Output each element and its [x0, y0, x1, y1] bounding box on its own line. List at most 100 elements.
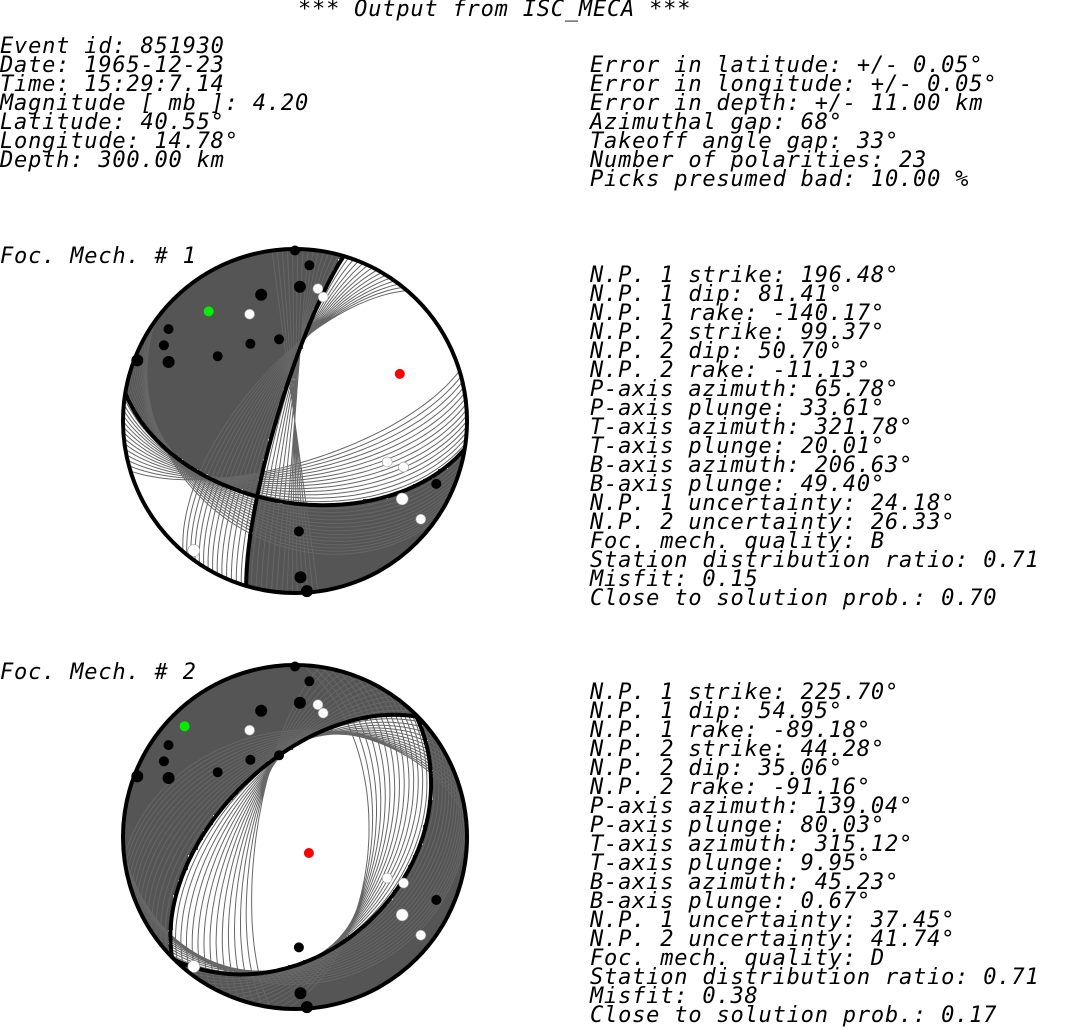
mech1-param-1: N.P. 1 strike: 196.48°: [590, 263, 899, 288]
beachball-1: [121, 245, 469, 598]
station-polarity: [294, 571, 307, 584]
station-polarity: [163, 740, 174, 751]
mech2-param-16: Station distribution ratio: 0.71: [590, 965, 1040, 990]
mech2-param-6: N.P. 2 rake: -91.16°: [590, 775, 871, 800]
nodal-plane-2: [174, 713, 434, 977]
station-polarity: [274, 750, 285, 761]
station-polarity: [255, 704, 268, 717]
station-polarity: [395, 908, 409, 922]
mech1-param-14: N.P. 2 uncertainty: 26.33°: [590, 510, 956, 535]
station-polarity: [312, 699, 324, 711]
station-polarity: [187, 544, 201, 557]
station-polarity: [245, 754, 256, 765]
station-polarity: [293, 696, 306, 709]
nodal-plane-2: [123, 392, 467, 508]
mech-params-2: N.P. 1 strike: 225.70°N.P. 1 dip: 54.95°…: [590, 680, 1040, 1028]
mech1-param-7: P-axis azimuth: 65.78°: [590, 377, 899, 402]
mech-label-1: Foc. Mech. # 1: [0, 244, 197, 269]
mech2-param-11: B-axis azimuth: 45.23°: [590, 870, 899, 895]
station-polarity: [381, 456, 393, 468]
sphere-outline: [121, 663, 469, 1011]
event-line-4: Magnitude [ mb ]: 4.20: [0, 91, 309, 116]
event-error-line-6: Number of polarities: 23: [590, 148, 928, 173]
station-polarity: [244, 308, 255, 320]
station-polarity: [293, 942, 304, 953]
mech1-param-13: N.P. 1 uncertainty: 24.18°: [590, 491, 956, 516]
event-error-line-5: Takeoff angle gap: 33°: [590, 129, 899, 154]
mech2-param-4: N.P. 2 strike: 44.28°: [590, 737, 885, 762]
station-polarity: [304, 676, 315, 687]
t-axis-marker: [203, 306, 214, 317]
station-polarity: [395, 492, 409, 506]
mech1-param-9: T-axis azimuth: 321.78°: [590, 415, 914, 440]
station-polarity: [187, 960, 201, 973]
mech1-param-6: N.P. 2 rake: -11.13°: [590, 358, 871, 383]
station-polarity: [317, 291, 329, 303]
station-polarity: [312, 283, 324, 295]
mech2-param-1: N.P. 1 strike: 225.70°: [590, 680, 899, 705]
mech1-param-4: N.P. 2 strike: 99.37°: [590, 320, 885, 345]
station-polarity: [255, 288, 268, 301]
page-title: *** Output from ISC_MECA ***: [298, 0, 692, 22]
event-error-line-7: Picks presumed bad: 10.00 %: [590, 167, 970, 192]
event-error-line-3: Error in depth: +/- 11.00 km: [590, 91, 984, 116]
sphere-outline: [121, 247, 469, 595]
compression-quadrant: [123, 665, 467, 1009]
event-line-7: Depth: 300.00 km: [0, 148, 225, 173]
solution-family: [123, 665, 467, 1009]
station-polarity: [415, 929, 427, 941]
station-polarity: [294, 987, 307, 1000]
mech2-param-13: N.P. 1 uncertainty: 37.45°: [590, 908, 956, 933]
station-polarity: [274, 334, 285, 345]
station-polarity: [431, 478, 442, 489]
event-line-6: Longitude: 14.78°: [0, 129, 239, 154]
mech2-param-10: T-axis plunge: 9.95°: [590, 851, 871, 876]
compression-quadrant: [123, 249, 467, 593]
nodal-plane-1: [168, 712, 419, 958]
event-line-5: Latitude: 40.55°: [0, 110, 225, 135]
station-polarity: [431, 894, 442, 905]
station-polarity: [293, 526, 304, 537]
mech1-param-12: B-axis plunge: 49.40°: [590, 472, 885, 497]
mech1-param-8: P-axis plunge: 33.61°: [590, 396, 885, 421]
p-axis-marker: [303, 848, 314, 858]
mech2-param-3: N.P. 1 rake: -89.18°: [590, 718, 871, 743]
mech1-param-3: N.P. 1 rake: -140.17°: [590, 301, 885, 326]
event-line-2: Date: 1965-12-23: [0, 53, 225, 78]
mech1-param-11: B-axis azimuth: 206.63°: [590, 453, 914, 478]
station-polarity: [304, 260, 315, 271]
mech2-param-18: Close to solution prob.: 0.17: [590, 1003, 998, 1028]
event-error-line-4: Azimuthal gap: 68°: [590, 110, 843, 135]
beachball-2: [121, 661, 469, 1014]
mech1-param-16: Station distribution ratio: 0.71: [590, 548, 1040, 573]
station-polarity: [293, 280, 306, 293]
mech1-param-18: Close to solution prob.: 0.70: [590, 586, 998, 611]
mech2-param-7: P-axis azimuth: 139.04°: [590, 794, 914, 819]
mech1-param-5: N.P. 2 dip: 50.70°: [590, 339, 843, 364]
mech2-param-15: Foc. mech. quality: D: [590, 946, 885, 971]
event-error-line-1: Error in latitude: +/- 0.05°: [590, 53, 984, 78]
station-polarity: [398, 877, 409, 889]
nodal-plane-1: [244, 255, 346, 586]
station-polarity: [244, 724, 255, 736]
station-polarity: [163, 324, 174, 335]
solution-curves: [123, 249, 467, 593]
mech2-param-2: N.P. 1 dip: 54.95°: [590, 699, 843, 724]
station-polarity: [158, 756, 169, 767]
station-polarity: [398, 461, 409, 473]
mech2-param-8: P-axis plunge: 80.03°: [590, 813, 885, 838]
t-axis-marker: [179, 721, 190, 732]
mech1-param-15: Foc. mech. quality: B: [590, 529, 885, 554]
event-error-line-2: Error in longitude: +/- 0.05°: [590, 72, 998, 97]
mech1-param-17: Misfit: 0.15: [590, 567, 759, 592]
mech2-param-12: B-axis plunge: 0.67°: [590, 889, 871, 914]
station-polarity: [415, 513, 427, 525]
mech1-param-2: N.P. 1 dip: 81.41°: [590, 282, 843, 307]
mech2-param-9: T-axis azimuth: 315.12°: [590, 832, 914, 857]
mech-label-2: Foc. Mech. # 2: [0, 660, 197, 685]
station-polarity: [245, 338, 256, 349]
event-line-1: Event id: 851930: [0, 34, 225, 59]
solution-family: [123, 249, 467, 593]
mech-params-1: N.P. 1 strike: 196.48°N.P. 1 dip: 81.41°…: [590, 263, 1040, 611]
